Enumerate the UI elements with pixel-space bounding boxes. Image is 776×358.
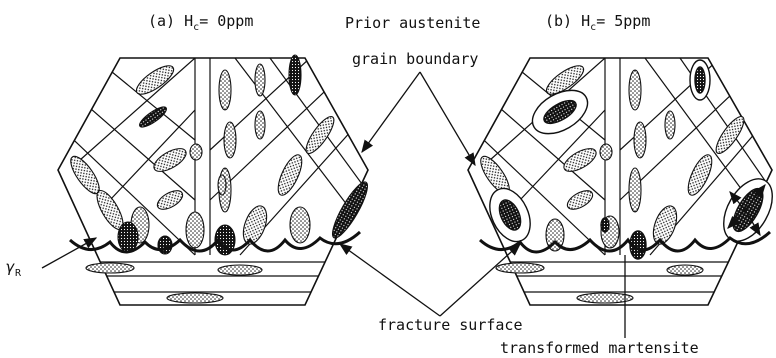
panel-a-grain (58, 55, 373, 305)
transformed-martensite-label: transformed martensite (500, 339, 699, 357)
prior-austenite-label: Prior austenite (345, 14, 480, 32)
panel-b-grain (468, 58, 776, 305)
panel-b-title: (b) Hc= 5ppm (545, 12, 650, 33)
gamma-r-label: γR (6, 258, 22, 279)
fracture-surface-label: fracture surface (378, 316, 523, 334)
grain-boundary-label: grain boundary (352, 50, 478, 68)
panel-a-title: (a) Hc= 0ppm (148, 12, 253, 33)
